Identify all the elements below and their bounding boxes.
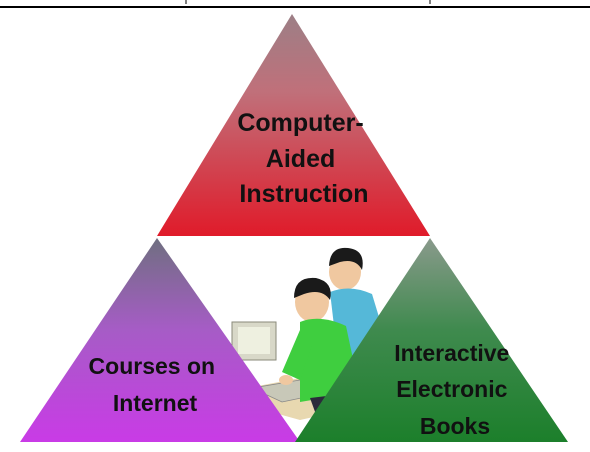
top-triangle-label: Computer- Aided Instruction (237, 109, 370, 208)
top-triangle (157, 14, 430, 236)
right-triangle (295, 238, 568, 442)
left-triangle (20, 238, 300, 442)
right-triangle-label: Interactive Electronic Books (394, 340, 515, 439)
top-rule (0, 0, 590, 8)
left-triangle-label: Courses on Internet (89, 353, 222, 416)
